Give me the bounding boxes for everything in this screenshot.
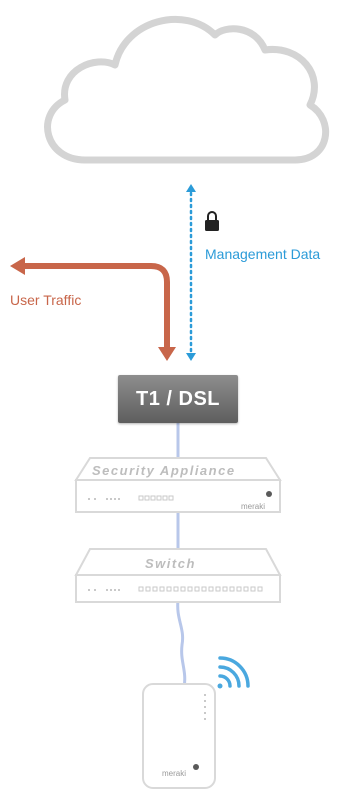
management-arrow-up [186,184,196,192]
management-arrow-down [186,353,196,361]
wifi-signal-icon [217,656,250,689]
lock-icon [205,211,219,231]
user-traffic-arrow [24,263,170,348]
user-traffic-label: User Traffic [10,292,82,308]
access-point [142,683,216,789]
appliance-brand-label: meraki [241,502,266,511]
uplink-box: T1 / DSL [118,375,238,423]
network-switch [74,548,282,603]
switch-label: Switch [145,556,196,571]
management-data-label: Management Data [205,246,321,262]
user-traffic-arrowhead-left [10,257,25,275]
access-point-brand-label: meraki [162,769,187,778]
cloud-icon [44,16,329,164]
cable-switch-to-ap [176,599,187,689]
security-appliance [74,457,282,513]
security-appliance-label: Security Appliance [92,463,236,478]
uplink-label: T1 / DSL [135,387,220,410]
user-traffic-arrowhead-down [158,347,176,361]
